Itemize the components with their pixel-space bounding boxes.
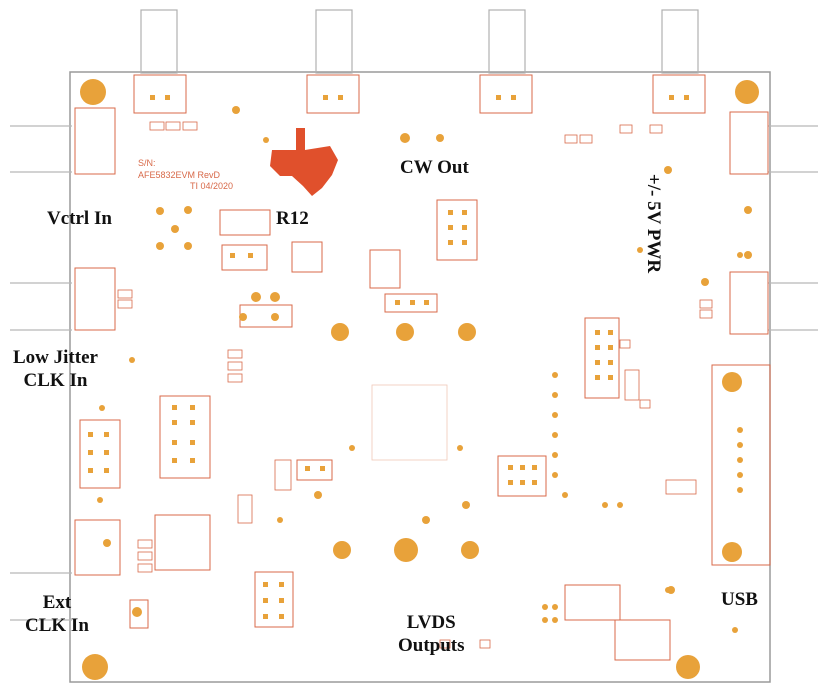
top-connector-pads — [150, 95, 689, 100]
label-vctrl-in: Vctrl In — [47, 208, 112, 229]
headers — [79, 199, 771, 628]
label-lvds-line2: Outputs — [398, 635, 465, 656]
label-low-jitter-line1: Low Jitter — [13, 347, 98, 368]
label-lvds-line1: LVDS — [406, 612, 456, 633]
center-pads — [331, 323, 479, 562]
bga-footprint — [371, 384, 448, 461]
label-pwr: +/- 5V PWR — [643, 173, 665, 274]
label-ext-line1: Ext — [42, 592, 72, 613]
passive-components — [117, 121, 713, 649]
ic-footprints — [129, 241, 671, 661]
side-connector-footprints — [74, 107, 769, 576]
label-low-jitter-clk-in: Low Jitter CLK In — [13, 346, 98, 392]
silk-board-date: TI 04/2020 — [190, 181, 234, 191]
mounting-holes — [80, 79, 759, 680]
test-points — [97, 106, 752, 633]
label-lvds-outputs: LVDS Outputs — [398, 611, 465, 657]
right-edge-connectors — [768, 125, 818, 331]
small-pads — [156, 133, 752, 524]
silk-board-name: AFE5832EVM RevD — [138, 170, 221, 180]
left-edge-connectors — [10, 125, 72, 621]
label-ext-clk-in: Ext CLK In — [25, 591, 89, 637]
silk-sn: S/N: — [138, 158, 156, 168]
label-low-jitter-line2: CLK In — [23, 370, 88, 391]
label-cw-out: CW Out — [400, 157, 469, 178]
header-pins — [88, 210, 613, 619]
top-connectors — [140, 9, 699, 74]
usb-holes — [722, 372, 743, 562]
top-connector-footprints — [133, 74, 706, 114]
ti-logo — [270, 128, 338, 196]
label-r12: R12 — [276, 208, 309, 229]
label-ext-line2: CLK In — [25, 615, 89, 636]
label-usb: USB — [721, 589, 758, 610]
